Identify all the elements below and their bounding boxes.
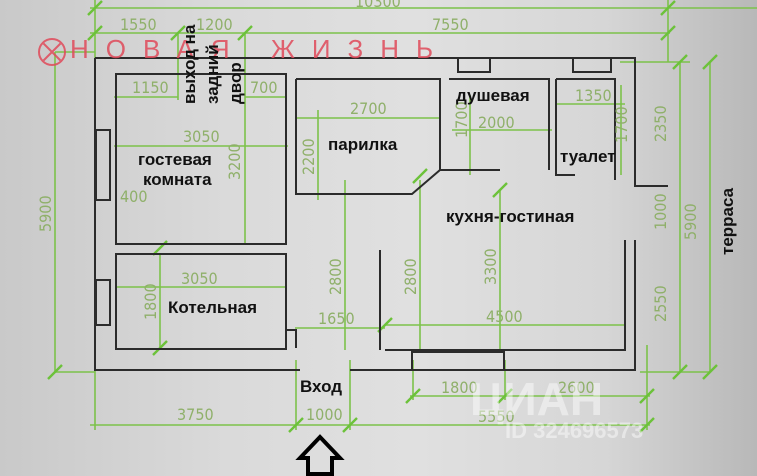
- back-exit-label-3: двор: [226, 62, 245, 104]
- room-label-guest-1: гостевая: [138, 150, 212, 169]
- dim-top-7550: 7550: [432, 15, 469, 34]
- dimension-lines: [54, 0, 757, 430]
- dimension-labels: 10300 1550 1200 7550 1150 700 3050 400 2…: [36, 0, 700, 426]
- dim-kitchen-4500: 4500: [486, 307, 523, 326]
- dim-right-5900: 5900: [681, 203, 700, 240]
- dim-left-5900: 5900: [36, 195, 55, 232]
- dim-toilet-1700: 1700: [612, 106, 631, 143]
- ornament-circle-icon: [38, 38, 66, 66]
- brand-name: НОВАЯ ЖИЗНЬ: [70, 34, 451, 64]
- dim-boiler-1800: 1800: [141, 283, 160, 320]
- dim-toilet-1350: 1350: [575, 86, 612, 105]
- up-arrow-icon: [295, 434, 345, 476]
- dim-boiler-3050: 3050: [181, 269, 218, 288]
- dim-guest-400: 400: [120, 187, 147, 206]
- dim-hall-1650: 1650: [318, 309, 355, 328]
- back-exit-label-2: задний: [203, 44, 222, 104]
- dimension-ticks: [47, 0, 718, 433]
- dim-bottom-1000: 1000: [306, 405, 343, 424]
- dim-guest-3200: 3200: [225, 143, 244, 180]
- dim-bottom-3750: 3750: [177, 405, 214, 424]
- dim-steam-2700: 2700: [350, 99, 387, 118]
- dim-shower-2000: 2000: [478, 113, 515, 132]
- back-exit-label-1: выход на: [180, 24, 199, 104]
- watermark-logo: ЦИАН: [470, 373, 604, 425]
- dim-kitchen-3300: 3300: [481, 248, 500, 285]
- dim-bottom-1800: 1800: [441, 378, 478, 397]
- dim-right-1000: 1000: [651, 193, 670, 230]
- room-label-shower: душевая: [456, 86, 530, 105]
- room-label-toilet: туалет: [560, 147, 616, 166]
- dim-bottom-5550: 5550: [478, 407, 515, 426]
- room-label-boiler: Котельная: [168, 298, 258, 317]
- room-label-kitchen: кухня-гостиная: [446, 207, 575, 226]
- dim-right-2550: 2550: [651, 285, 670, 322]
- dim-guest-1150: 1150: [132, 78, 169, 97]
- dim-top-1550: 1550: [120, 15, 157, 34]
- dim-overall-top: 10300: [355, 0, 401, 11]
- dim-hall-2800-a: 2800: [326, 258, 345, 295]
- room-label-guest-2: комната: [143, 170, 212, 189]
- dim-hall-2800-b: 2800: [401, 258, 420, 295]
- dim-steam-2200: 2200: [299, 138, 318, 175]
- room-label-steam: парилка: [328, 135, 398, 154]
- dim-shower-1700: 1700: [452, 101, 471, 138]
- dim-top-1200: 1200: [196, 15, 233, 34]
- walls: [94, 57, 668, 371]
- dim-right-2350: 2350: [651, 105, 670, 142]
- entrance-label: Вход: [300, 377, 343, 396]
- dim-guest-700: 700: [250, 78, 277, 97]
- terrace-label: терраса: [718, 187, 737, 255]
- dim-bottom-2600: 2600: [558, 378, 595, 397]
- dim-guest-3050: 3050: [183, 127, 220, 146]
- watermark-id: ID 324696573: [505, 418, 644, 443]
